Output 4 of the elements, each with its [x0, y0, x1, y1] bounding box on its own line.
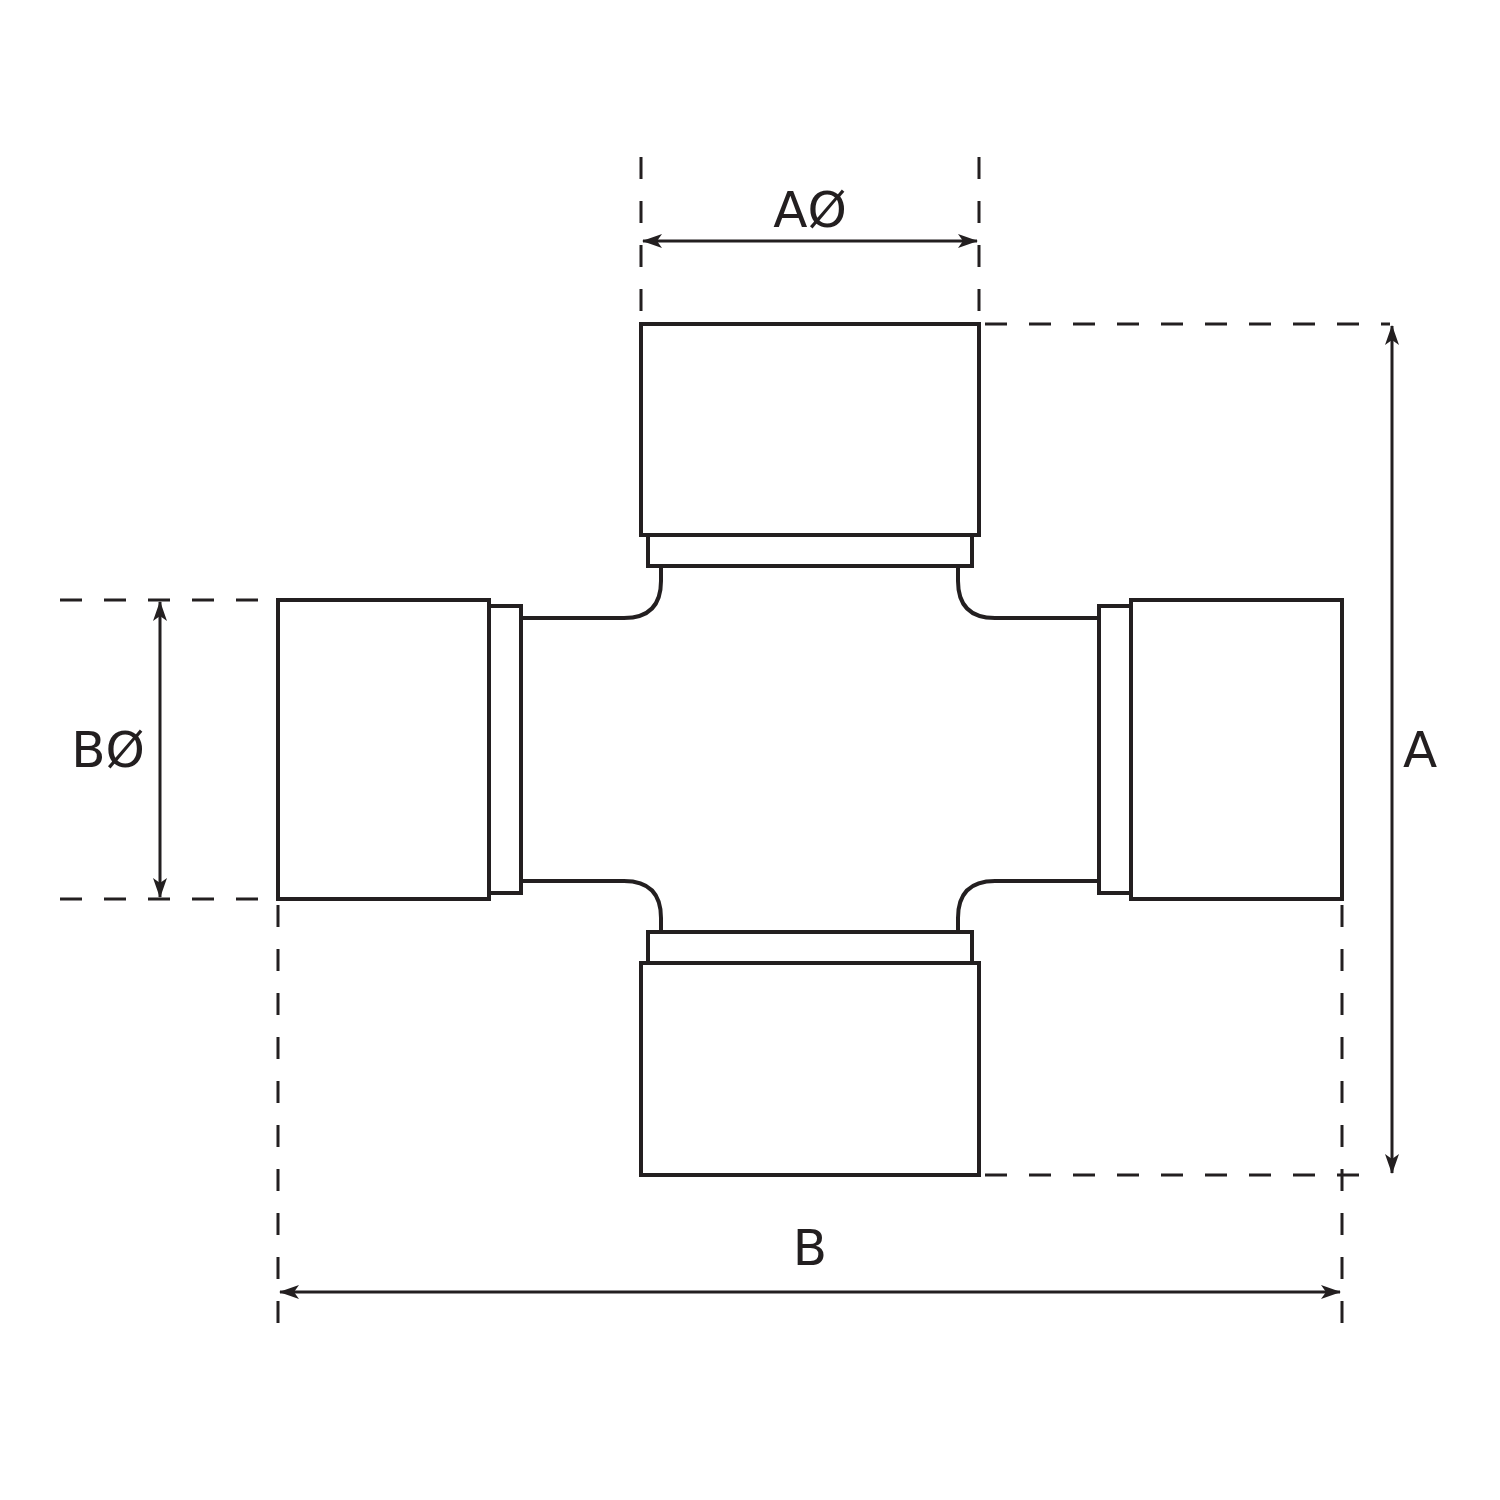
dimension-label: BØ	[71, 725, 145, 775]
dimension-label: AØ	[773, 185, 847, 235]
dimension-label: A	[1402, 725, 1438, 775]
dimension-label: B	[792, 1223, 828, 1273]
